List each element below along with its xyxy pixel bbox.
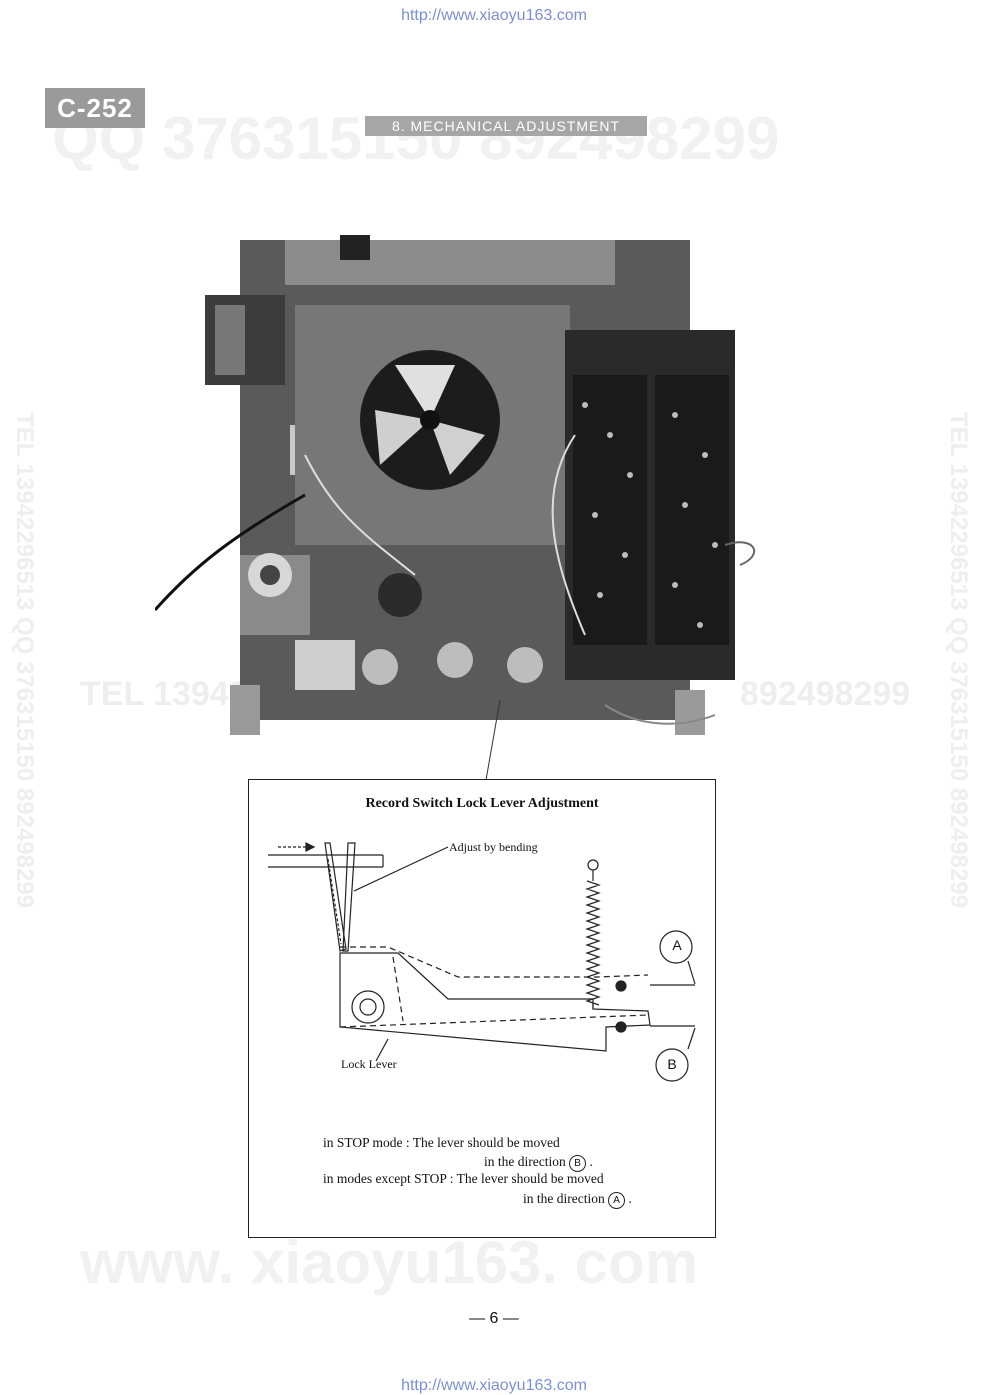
- diagram-frame: [248, 779, 716, 1238]
- marker-b: B: [667, 1056, 677, 1072]
- note-stop-period: .: [589, 1154, 593, 1169]
- watermark-vertical-right: TEL 13942296513 QQ 376315150 892498299: [945, 412, 972, 908]
- mechanism-photo: [155, 235, 755, 735]
- top-url[interactable]: http://www.xiaoyu163.com: [401, 7, 587, 24]
- watermark-qq: QQ 376315150 892498299: [52, 105, 780, 172]
- note-other-period: .: [628, 1191, 632, 1206]
- note-other-direction-text: in the direction: [523, 1191, 605, 1206]
- lock-lever-diagram: [268, 842, 696, 1082]
- label-adjust-by-bending: Adjust by bending: [449, 840, 538, 854]
- diagram-title: Record Switch Lock Lever Adjustment: [365, 796, 599, 811]
- watermark-www: www. xiaoyu163. com: [80, 1229, 699, 1296]
- bottom-url[interactable]: http://www.xiaoyu163.com: [401, 1377, 587, 1394]
- note-stop-marker: B: [569, 1155, 587, 1172]
- note-other-direction: in the direction A .: [523, 1191, 632, 1209]
- note-stop-direction-text: in the direction: [484, 1154, 566, 1169]
- page-number: — 6 —: [469, 1310, 519, 1327]
- watermark-vertical-left: TEL 13942296513 QQ 376315150 892498299: [11, 412, 38, 908]
- marker-a: A: [672, 937, 682, 953]
- watermark-tel-right: 892498299: [740, 675, 911, 713]
- note-other-modes: in modes except STOP : The lever should …: [323, 1171, 604, 1186]
- leader-line: [485, 700, 501, 781]
- note-other-marker: A: [608, 1192, 626, 1209]
- note-stop-mode: in STOP mode : The lever should be moved: [323, 1135, 560, 1150]
- model-tab: C-252: [45, 88, 145, 128]
- label-lock-lever: Lock Lever: [341, 1057, 397, 1071]
- note-stop-direction: in the direction B .: [484, 1154, 593, 1172]
- section-title: 8. MECHANICAL ADJUSTMENT: [365, 116, 647, 136]
